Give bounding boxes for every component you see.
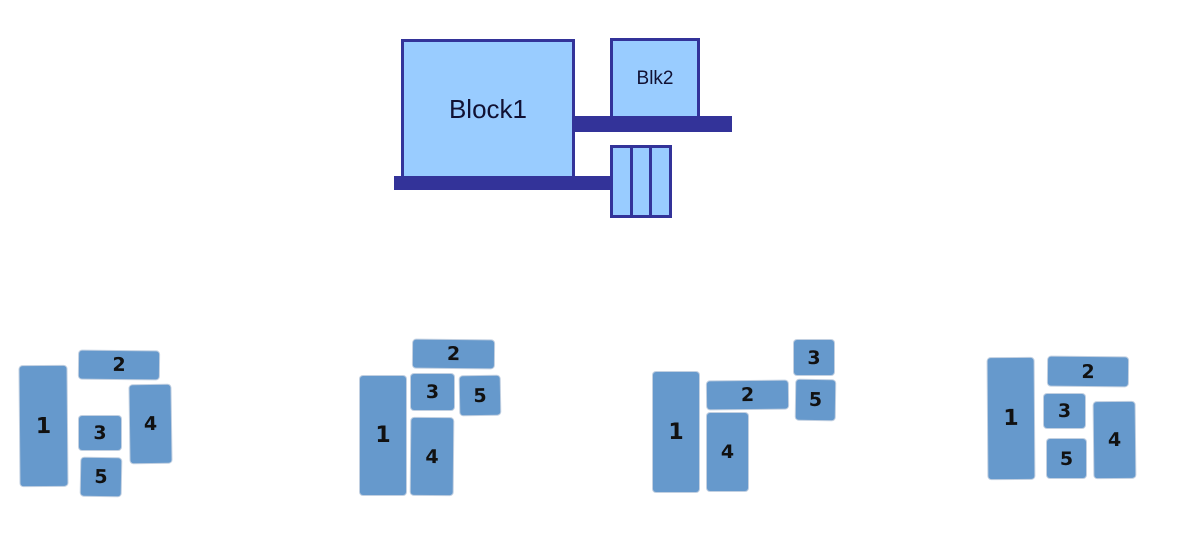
piece-2: 2: [706, 380, 789, 410]
piece-2: 2: [412, 339, 495, 369]
piece-4: 4: [410, 417, 454, 496]
piece-2: 2: [1047, 356, 1129, 387]
piece-5: 5: [1047, 439, 1086, 478]
piece-1: 1: [360, 376, 406, 495]
stack-cell: [613, 148, 630, 215]
piece-1: 1: [653, 372, 699, 492]
piece-5: 5: [80, 457, 122, 497]
piece-2: 2: [78, 350, 160, 380]
piece-4: 4: [129, 384, 172, 464]
stacked-block: [610, 145, 672, 218]
blk2-label: Blk2: [636, 68, 674, 89]
piece-1: 1: [19, 365, 68, 487]
piece-4: 4: [1093, 401, 1136, 479]
piece-3: 3: [411, 374, 454, 410]
piece-3: 3: [1044, 394, 1085, 428]
blk2: Blk2: [610, 38, 700, 120]
block1: Block1: [401, 39, 575, 180]
piece-3: 3: [79, 416, 121, 450]
piece-3: 3: [794, 340, 834, 375]
block1-label: Block1: [448, 94, 528, 124]
piece-5: 5: [795, 379, 836, 421]
stack-cell: [652, 148, 670, 215]
connector-bar-top: [574, 116, 732, 132]
piece-1: 1: [987, 357, 1035, 480]
connector-bar-bottom: [394, 176, 612, 190]
piece-4: 4: [707, 413, 748, 491]
stack-cell: [632, 148, 650, 215]
piece-5: 5: [459, 375, 501, 416]
